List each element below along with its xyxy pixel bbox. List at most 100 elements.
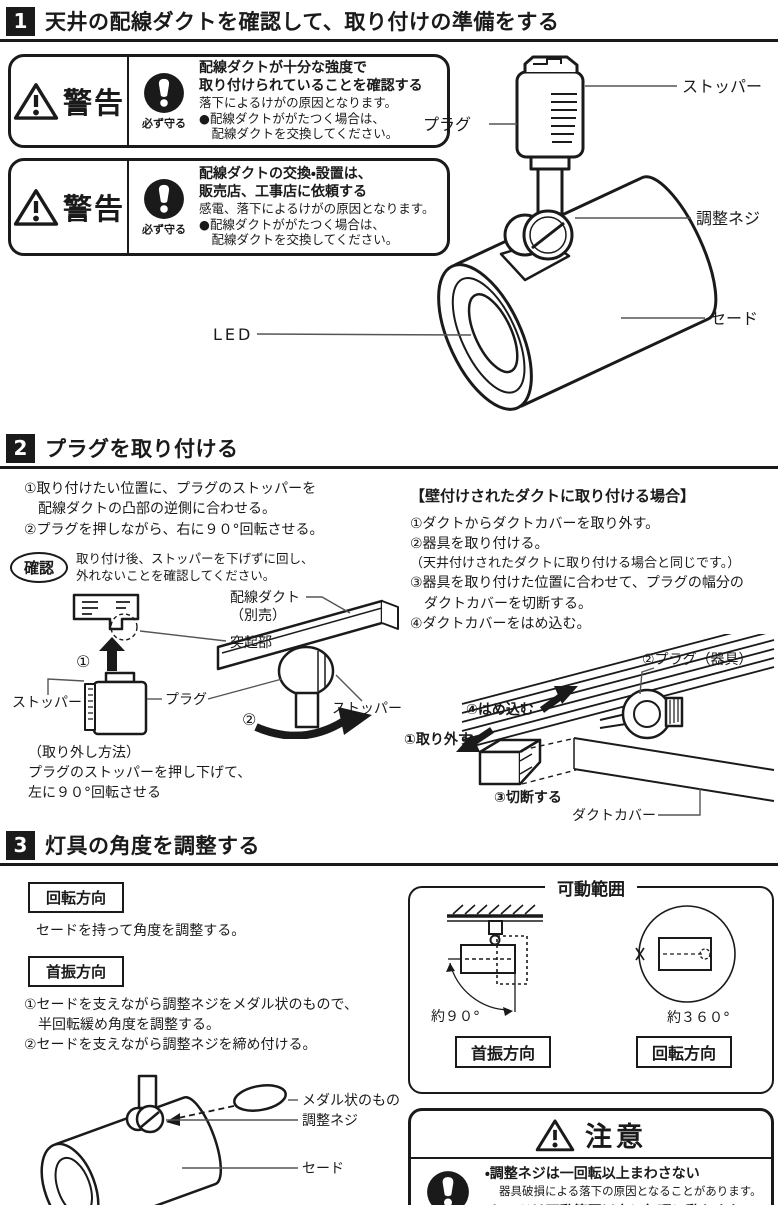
adjust-screw-diagram: メダル状のもの 調整ネジ セード [40, 1074, 400, 1205]
label-plug: プラグ [423, 115, 471, 134]
movable-range-title: 可動範囲 [545, 875, 637, 901]
mandatory-column: 必ず守る [135, 178, 193, 237]
warning-line: 感電、落下によるけがの原因となります。 [199, 201, 435, 217]
warning-text: 配線ダクトの交換・設置は、 販売店、工事店に依頼する 感電、落下によるけがの原因… [199, 166, 441, 248]
mandatory-column: 必ず守る [419, 1170, 477, 1205]
mandatory-label: 必ず守る [142, 116, 186, 130]
warning-line: 配線ダクトを交換してください。 [199, 232, 399, 248]
section-3: 3 灯具の角度を調整する 回転方向 セードを持って角度を調整する。 首振方向 ①… [0, 824, 778, 1205]
step-line: ②プラグを押しながら、右に９０°回転させる。 [24, 521, 324, 538]
warning-bold-line: 販売店、工事店に依頼する [199, 183, 367, 200]
warning-text: 配線ダクトが十分な強度で 取り付けられていることを確認する 落下によるけがの原因… [199, 60, 441, 142]
swing-angle-value: 約９０° [431, 1009, 480, 1025]
section-1-number: 1 [6, 6, 35, 36]
label-protrusion: 突起部 [230, 635, 272, 651]
caution-box: 注意 必ず守る ・調整ネジは一回転以上まわさない [408, 1108, 774, 1205]
label-screw: 調整ネジ [696, 209, 760, 228]
caution-header: 注意 [411, 1111, 771, 1160]
mandatory-icon [427, 1171, 469, 1205]
fixture-diagram: ストッパー プラグ 調整ネジ セード LED [213, 55, 762, 411]
label-shade: セード [302, 1161, 344, 1177]
warning-level-cell: 警告 [11, 161, 129, 253]
mandatory-label: 必ず守る [142, 222, 186, 236]
section-1-title: 天井の配線ダクトを確認して、取り付けの準備をする [45, 10, 560, 34]
caution-item-text: 器具破損による落下の原因となることがあります。 [499, 1183, 762, 1198]
step-line: 配線ダクトの凸部の逆側に合わせる。 [24, 501, 276, 518]
section-2-body: ①取り付けたい位置に、プラグのストッパーを 配線ダクトの凸部の逆側に合わせる。 … [0, 469, 778, 824]
swing-direction-box: 首振方向 [28, 955, 125, 987]
warning-triangle-icon [13, 189, 59, 226]
duct-cover-diagram: ②プラグ（器具） ④はめ込む ①取り外す ③切断する ダクトカバー [404, 634, 775, 824]
warning-line: 配線ダクトを交換してください。 [199, 126, 399, 142]
section-2-left: ①取り付けたい位置に、プラグのストッパーを 配線ダクトの凸部の逆側に合わせる。 … [0, 469, 402, 824]
removal-note: （取り外し方法） プラグのストッパーを押し下げて、 左に９０°回転させる [28, 743, 400, 804]
mandatory-icon [144, 178, 184, 219]
swing-range-figure: 約９０° 首振方向 [423, 900, 583, 1069]
label-fit-in: ④はめ込む [466, 702, 534, 718]
removal-line: プラグのストッパーを押し下げて、 [28, 765, 252, 782]
swing-step: 半回転緩め角度を調整する。 [24, 1016, 220, 1033]
swing-range-diagram: 約９０° [431, 904, 543, 1025]
label-stopper-left: ストッパー [12, 695, 82, 711]
rotate-range-label: 回転方向 [635, 1036, 732, 1069]
mandatory-column: 必ず守る [135, 72, 193, 131]
section-2-number: 2 [6, 433, 35, 463]
section-3-header: 3 灯具の角度を調整する [0, 824, 778, 867]
rotate-direction-box: 回転方向 [28, 882, 125, 914]
warning-box-1: 警告 必ず守る 配線ダクトが十分な強度で 取り付けられていることを確認する [8, 54, 450, 148]
step-marker-1: ① [76, 652, 90, 671]
label-duct-note: （別売） [230, 608, 286, 624]
label-led: LED [213, 325, 253, 344]
warning-level-text: 警告 [62, 192, 125, 226]
warning-bold-line: 取り付けられていることを確認する [199, 77, 423, 94]
removal-line: 左に９０°回転させる [28, 785, 161, 802]
warning-level-cell: 警告 [11, 57, 129, 145]
label-duct: 配線ダクト [230, 590, 300, 606]
removal-line: （取り外し方法） [28, 744, 140, 761]
label-plug: プラグ [165, 692, 207, 708]
section-3-right: 可動範囲 [408, 866, 778, 1205]
section-3-number: 3 [6, 830, 35, 860]
label-stopper-right: ストッパー [332, 701, 402, 717]
wall-step: ①ダクトからダクトカバーを取り外す。 [410, 516, 660, 532]
caution-item-bold: ・調整ネジは一回転以上まわさない [485, 1166, 700, 1183]
swing-step: ①セードを支えながら調整ネジをメダル状のもので、 [24, 996, 358, 1013]
swing-step: ②セードを支えながら調整ネジを締め付ける。 [24, 1037, 317, 1054]
section-3-title: 灯具の角度を調整する [45, 834, 260, 859]
warning-triangle-icon [13, 83, 59, 120]
warning-line: ●配線ダクトががたつく場合は、 [199, 216, 385, 232]
label-duct-cover: ダクトカバー [572, 808, 656, 824]
mandatory-icon [144, 72, 184, 113]
confirm-row: 確認 取り付け後、ストッパーを下げずに回し、 外れないことを確認してください。 [10, 550, 400, 585]
warning-bold-line: 配線ダクトが十分な強度で [199, 60, 367, 77]
caution-word: 注意 [585, 1122, 647, 1154]
step-line: ①取り付けたい位置に、プラグのストッパーを [24, 481, 317, 497]
section-2: 2 プラグを取り付ける ①取り付けたい位置に、プラグのストッパーを 配線ダクトの… [0, 427, 778, 824]
section-1-header: 1 天井の配線ダクトを確認して、取り付けの準備をする [0, 0, 778, 42]
caution-body: 必ず守る ・調整ネジは一回転以上まわさない 器具破損による落下の原因となることが… [411, 1159, 771, 1205]
label-plug-fixture: ②プラグ（器具） [642, 652, 753, 668]
wall-mount-heading: 【壁付けされたダクトに取り付ける場合】 [410, 487, 696, 505]
section-1: 1 天井の配線ダクトを確認して、取り付けの準備をする 警告 [0, 0, 778, 427]
wall-step: ③器具を取り付けた位置に合わせて、プラグの幅分の [410, 575, 744, 592]
label-screw: 調整ネジ [302, 1113, 358, 1129]
section-2-header: 2 プラグを取り付ける [0, 427, 778, 469]
section-2-right: 【壁付けされたダクトに取り付ける場合】 ①ダクトからダクトカバーを取り外す。 ②… [400, 469, 778, 824]
label-cut: ③切断する [494, 789, 562, 806]
warning-level-text: 警告 [62, 86, 125, 120]
wall-step: ④ダクトカバーをはめ込む。 [410, 616, 591, 633]
warning-bold-line: 配線ダクトの交換・設置は、 [199, 166, 372, 183]
wall-step: ②器具を取り付ける。 [410, 536, 549, 553]
rotate-direction-text: セードを持って角度を調整する。 [36, 923, 246, 940]
warning-line: ●配線ダクトががたつく場合は、 [199, 110, 385, 126]
caution-triangle-icon [535, 1119, 575, 1152]
rotate-range-diagram: 約３６０° [635, 905, 736, 1026]
plug-install-diagram: 配線ダクト （別売） 突起部 プラグ ストッパー ストッパー ① ② [12, 590, 402, 739]
confirm-line: 外れないことを確認してください。 [76, 568, 276, 584]
caution-items: ・調整ネジは一回転以上まわさない 器具破損による落下の原因となることがあります。… [485, 1165, 765, 1205]
warning-line: 落下によるけがの原因となります。 [199, 95, 398, 111]
warning-box-2: 警告 必ず守る 配線ダクトの交換・設置は、 販売店、工事店に依頼する [8, 158, 450, 256]
section-3-body: 回転方向 セードを持って角度を調整する。 首振方向 ①セードを支えながら調整ネジ… [0, 866, 778, 1205]
warning-content: 必ず守る 配線ダクトの交換・設置は、 販売店、工事店に依頼する 感電、落下による… [129, 161, 447, 253]
